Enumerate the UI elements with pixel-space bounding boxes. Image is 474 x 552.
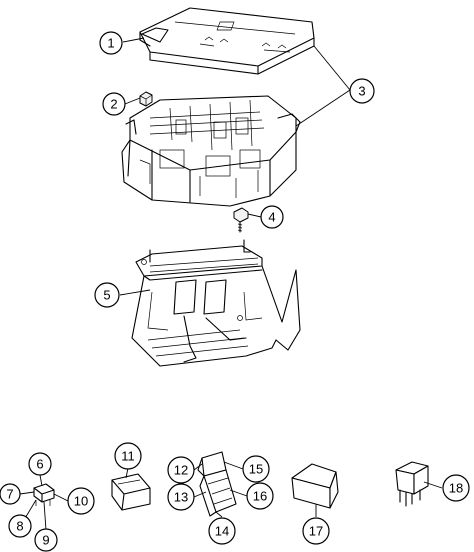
fuse-box-cover <box>139 7 315 75</box>
callout-1: 1 <box>99 31 123 55</box>
svg-text:17: 17 <box>309 524 323 539</box>
callout-14: 14 <box>208 517 236 545</box>
svg-text:15: 15 <box>249 462 263 477</box>
callout-7: 7 <box>0 483 21 505</box>
relay-small <box>395 461 429 507</box>
relay-holder <box>197 451 237 517</box>
callout-10: 10 <box>67 487 95 515</box>
callout-6: 6 <box>28 452 52 476</box>
svg-text:14: 14 <box>215 524 229 539</box>
svg-text:12: 12 <box>174 463 188 478</box>
callout-13: 13 <box>167 483 195 511</box>
relay-large <box>291 463 339 509</box>
callout-2: 2 <box>102 92 126 116</box>
mounting-bracket <box>131 239 301 367</box>
callout-9: 9 <box>34 528 58 552</box>
fuse-puller <box>111 473 151 511</box>
callout-11: 11 <box>114 442 142 470</box>
callout-3: 3 <box>349 78 375 104</box>
svg-text:18: 18 <box>449 481 463 496</box>
nut <box>139 91 153 107</box>
callout-12: 12 <box>167 456 195 484</box>
fuse-box-body <box>121 95 301 207</box>
callout-18: 18 <box>442 474 470 502</box>
svg-text:1: 1 <box>107 36 114 51</box>
svg-text:4: 4 <box>268 210 275 225</box>
svg-text:9: 9 <box>42 533 49 548</box>
leader-lines <box>19 37 443 531</box>
svg-text:10: 10 <box>74 494 88 509</box>
svg-text:16: 16 <box>253 489 267 504</box>
svg-text:11: 11 <box>121 449 135 464</box>
svg-text:13: 13 <box>174 490 188 505</box>
callout-17: 17 <box>302 517 330 545</box>
svg-text:7: 7 <box>6 487 13 502</box>
callout-15: 15 <box>242 455 270 483</box>
svg-text:6: 6 <box>36 457 43 472</box>
svg-text:2: 2 <box>110 97 117 112</box>
callout-16: 16 <box>246 482 274 510</box>
svg-text:8: 8 <box>16 519 23 534</box>
mini-fuse <box>33 483 55 506</box>
callout-4: 4 <box>260 205 284 229</box>
bolt <box>233 207 249 233</box>
svg-text:5: 5 <box>103 288 110 303</box>
callout-5: 5 <box>94 282 120 308</box>
callout-8: 8 <box>8 514 32 538</box>
svg-text:3: 3 <box>358 84 365 99</box>
